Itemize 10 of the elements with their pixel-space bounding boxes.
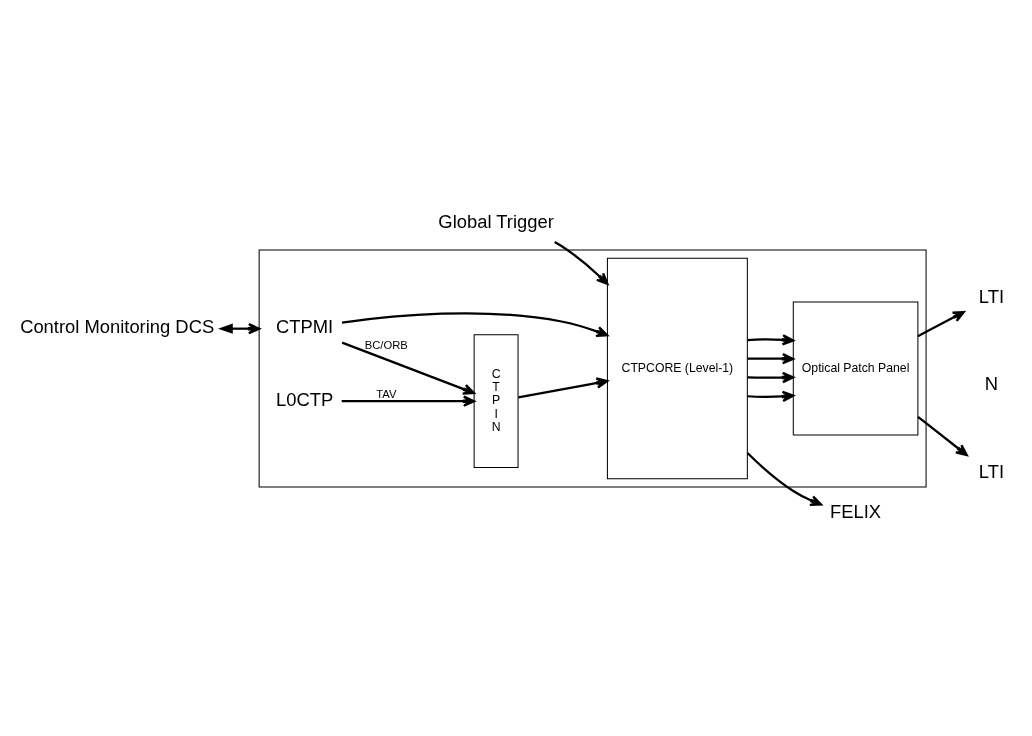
node-text: CTPMI — [276, 315, 334, 337]
node-text: Global Trigger — [438, 210, 554, 232]
label: N — [984, 372, 999, 394]
node-text: FELIX — [830, 500, 882, 522]
node-text: Control Monitoring DCS — [20, 315, 215, 337]
edge-label: TAV — [376, 387, 397, 400]
node-text: LTI — [978, 285, 1005, 307]
edge-label: BC/ORB — [364, 338, 408, 351]
node-text: L0CTP — [275, 388, 334, 410]
node-text: LTI — [978, 460, 1005, 482]
